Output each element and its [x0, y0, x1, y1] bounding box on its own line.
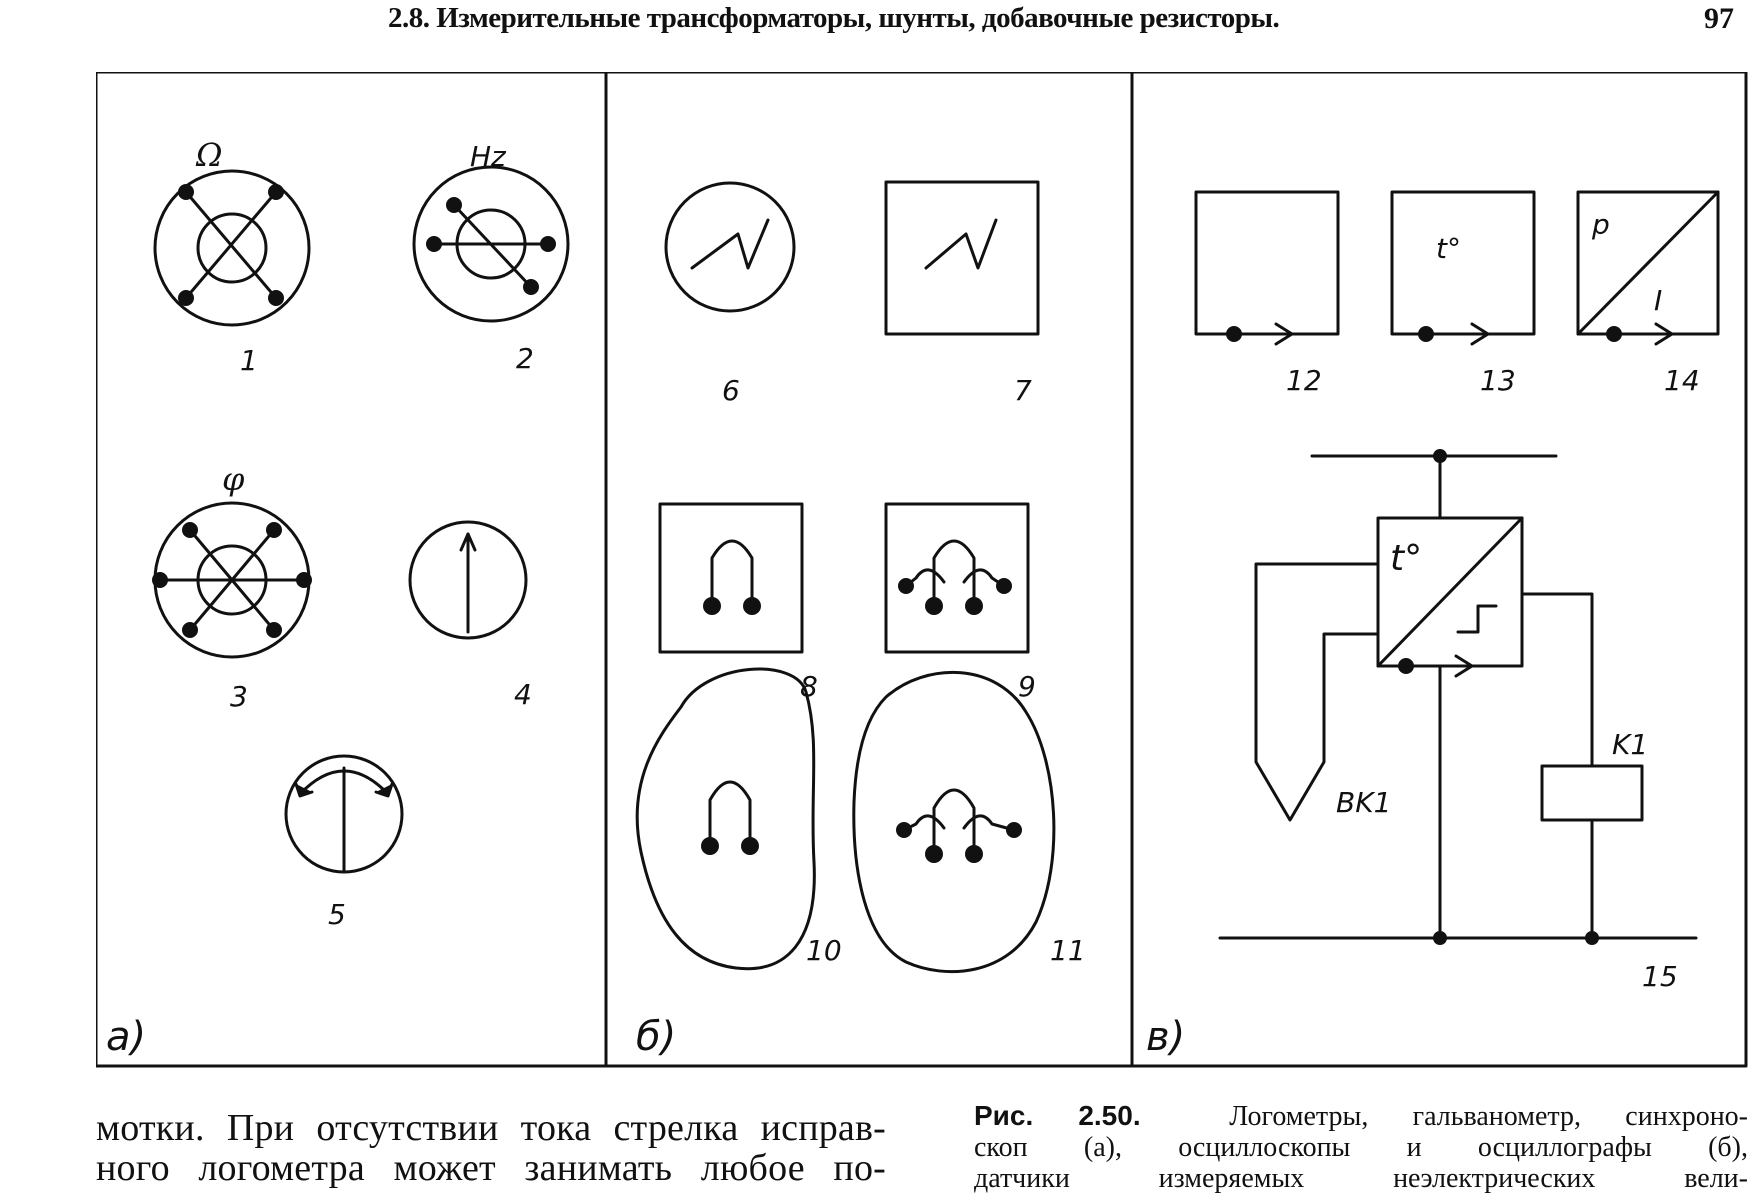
symbol-9-loop-vibrator-with-bias — [884, 502, 1030, 654]
panel-label-a: а) — [106, 1014, 146, 1060]
label-pressure: p — [1591, 208, 1610, 241]
figure-2-50: Ω Hz φ 1 2 3 4 5 а) — [96, 72, 1748, 1068]
page-header: 2.8. Измерительные трансформаторы, шунты… — [0, 0, 1760, 40]
item-number-2: 2 — [516, 342, 534, 375]
label-ohm: Ω — [195, 136, 223, 174]
running-title: 2.8. Измерительные трансформаторы, шунты… — [388, 2, 1280, 34]
item-number-13: 13 — [1480, 364, 1516, 397]
symbol-12-sensor-generic — [1194, 190, 1340, 346]
symbol-14-pressure-current-converter — [1576, 190, 1720, 346]
symbol-7-oscillograph — [884, 180, 1040, 336]
body-text-line: мотки. При отсутствии тока стрелка испра… — [96, 1108, 886, 1148]
symbol-4-galvanometer — [408, 520, 528, 640]
symbol-1-ohm-logometer — [153, 169, 311, 327]
label-hz: Hz — [470, 140, 507, 173]
figure-caption: Рис. 2.50. Логометры, гальванометр, синх… — [974, 1100, 1748, 1194]
figure-drawing: Ω Hz φ 1 2 3 4 5 а) — [96, 72, 1748, 1068]
symbol-11-loop-vibrator-bias-enclosed — [852, 670, 1056, 974]
label-bk1: BK1 — [1336, 786, 1391, 819]
caption-line: датчики измеряемых неэлектрических вели- — [974, 1163, 1748, 1194]
symbol-2-hz-meter — [412, 165, 570, 323]
caption-line: Логометры, гальванометр, синхроно- — [1229, 1101, 1748, 1132]
item-number-5: 5 — [328, 898, 346, 931]
item-number-11: 11 — [1050, 934, 1086, 967]
caption-figure-number: Рис. 2.50. — [974, 1100, 1141, 1131]
symbol-5-synchroscope — [284, 754, 404, 874]
item-number-9: 9 — [1018, 670, 1036, 703]
body-text: мотки. При отсутствии тока стрелка испра… — [96, 1108, 886, 1188]
item-number-4: 4 — [514, 678, 532, 711]
label-temperature-13: t° — [1436, 232, 1461, 265]
item-number-1: 1 — [240, 344, 258, 377]
item-number-3: 3 — [230, 680, 248, 713]
body-text-line: ного логометра может занимать любое по- — [96, 1148, 886, 1188]
item-number-6: 6 — [722, 374, 740, 407]
caption-line: скоп (а), осциллоскопы и осциллографы (б… — [974, 1132, 1748, 1163]
symbol-3-phase-meter — [152, 501, 312, 659]
symbol-6-oscilloscope — [664, 181, 796, 313]
symbol-10-loop-vibrator-enclosed — [635, 667, 816, 971]
item-number-10: 10 — [806, 934, 842, 967]
panel-label-b: б) — [636, 1014, 676, 1060]
item-number-15: 15 — [1642, 960, 1678, 993]
symbol-8-loop-vibrator — [658, 502, 804, 654]
panel-label-v: в) — [1146, 1014, 1185, 1060]
schematic-15-temperature-relay-circuit — [1218, 449, 1698, 945]
label-temperature-15: t° — [1390, 538, 1422, 579]
label-current: I — [1654, 284, 1662, 317]
item-number-14: 14 — [1664, 364, 1700, 397]
symbol-13-temperature-sensor — [1390, 190, 1536, 346]
item-number-8: 8 — [800, 670, 818, 703]
figure-frame — [96, 72, 1748, 1068]
label-k1: K1 — [1612, 728, 1648, 761]
label-phi: φ — [222, 460, 245, 498]
page-number: 97 — [1704, 2, 1734, 35]
item-number-12: 12 — [1286, 364, 1322, 397]
item-number-7: 7 — [1014, 374, 1032, 407]
caption-line-1: Рис. 2.50. Логометры, гальванометр, синх… — [974, 1100, 1748, 1132]
